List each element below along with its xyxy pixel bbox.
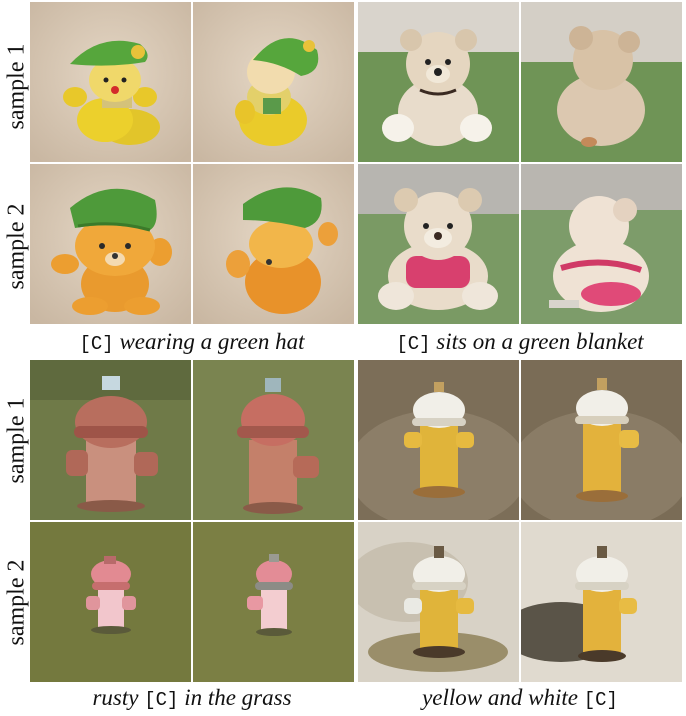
image-rusty-sample2-view2 bbox=[193, 522, 354, 682]
image-green-hat-sample2-view2 bbox=[193, 164, 354, 324]
image-green-hat-sample1-view1 bbox=[30, 2, 191, 162]
concept-token: [C] bbox=[79, 333, 114, 355]
image-green-hat-sample1-view2 bbox=[193, 2, 354, 162]
row-label-text: sample 2 bbox=[3, 203, 30, 289]
image-yellow-sample1-view1 bbox=[358, 360, 519, 520]
row-label-sample-2-bottom: sample 2 bbox=[2, 522, 32, 682]
caption-suffix: sits on a green blanket bbox=[430, 329, 644, 354]
image-grid-green-blanket bbox=[358, 2, 682, 324]
image-blanket-sample1-view2 bbox=[521, 2, 682, 162]
row-label-text: sample 1 bbox=[3, 397, 30, 483]
caption-suffix: in the grass bbox=[178, 685, 292, 710]
row-label-sample-1-bottom: sample 1 bbox=[2, 360, 32, 520]
image-yellow-sample1-view2 bbox=[521, 360, 682, 520]
caption-green-blanket: [C] sits on a green blanket bbox=[358, 329, 682, 355]
image-grid-yellow-white-hydrant bbox=[358, 360, 682, 682]
row-label-text: sample 2 bbox=[3, 559, 30, 645]
row-label-sample-2-top: sample 2 bbox=[2, 166, 32, 326]
concept-token: [C] bbox=[144, 689, 179, 711]
image-blanket-sample2-view1 bbox=[358, 164, 519, 324]
row-label-sample-1-top: sample 1 bbox=[2, 6, 32, 166]
caption-prefix: rusty bbox=[92, 685, 145, 710]
caption-suffix: wearing a green hat bbox=[113, 329, 305, 354]
concept-token: [C] bbox=[583, 689, 618, 711]
caption-green-hat: [C] wearing a green hat bbox=[30, 329, 354, 355]
caption-yellow-white-hydrant: yellow and white [C] bbox=[358, 685, 682, 711]
image-yellow-sample2-view2 bbox=[521, 522, 682, 682]
image-rusty-sample1-view2 bbox=[193, 360, 354, 520]
caption-prefix: yellow and white bbox=[422, 685, 584, 710]
image-grid-green-hat bbox=[30, 2, 354, 324]
image-grid-rusty-hydrant bbox=[30, 360, 354, 682]
image-blanket-sample2-view2 bbox=[521, 164, 682, 324]
image-green-hat-sample2-view1 bbox=[30, 164, 191, 324]
image-yellow-sample2-view1 bbox=[358, 522, 519, 682]
row-label-text: sample 1 bbox=[3, 43, 30, 129]
image-blanket-sample1-view1 bbox=[358, 2, 519, 162]
image-rusty-sample2-view1 bbox=[30, 522, 191, 682]
concept-token: [C] bbox=[396, 333, 431, 355]
caption-rusty-hydrant: rusty [C] in the grass bbox=[30, 685, 354, 711]
image-rusty-sample1-view1 bbox=[30, 360, 191, 520]
